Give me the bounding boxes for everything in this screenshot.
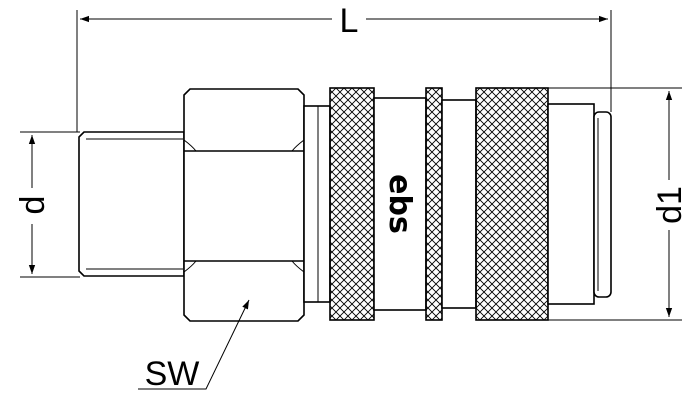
hex-body <box>183 88 305 322</box>
threaded-end <box>78 131 185 277</box>
dimension-length: L <box>76 2 612 132</box>
dimension-label-d1: d1 <box>651 186 689 224</box>
leader-line-sw <box>138 299 250 390</box>
knurled-sleeve-rear <box>475 87 549 321</box>
label-gap-length <box>332 4 366 34</box>
label-gap-d <box>18 188 48 224</box>
dimension-label-sw: SW <box>145 355 200 393</box>
dimension-label-d: d <box>14 196 52 215</box>
brand-logo: ebs <box>382 174 417 234</box>
dimension-thread: d <box>14 131 80 278</box>
hex-chamfer-top-right <box>291 139 305 152</box>
hex-chamfer-bottom-right <box>291 260 305 273</box>
rear-collar <box>547 103 595 305</box>
end-flange <box>593 111 612 298</box>
label-gap-d1 <box>652 180 686 230</box>
wrench-size-callout: SW <box>138 299 250 393</box>
knurled-ring-narrow <box>425 87 443 321</box>
knurled-ring-front <box>329 87 375 321</box>
hex-chamfer-top-left <box>183 139 197 152</box>
sleeve-body <box>373 97 427 311</box>
coupling-body <box>78 87 612 322</box>
dimension-outer: d1 <box>548 87 689 321</box>
hex-chamfer-bottom-left <box>183 260 197 273</box>
sleeve-gap <box>441 99 477 309</box>
dimension-label-length: L <box>340 2 359 40</box>
body-neck <box>303 105 331 303</box>
